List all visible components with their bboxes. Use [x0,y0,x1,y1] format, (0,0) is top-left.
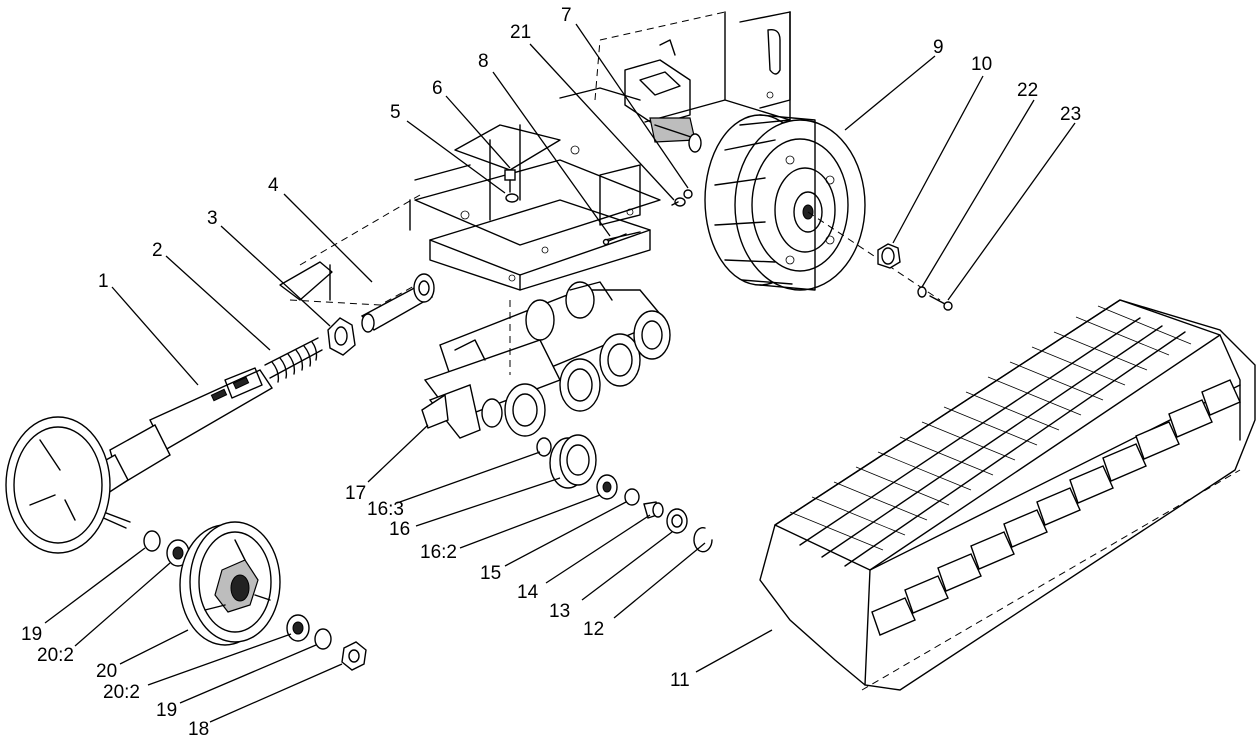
leader-9 [844,55,936,131]
callout-5: 5 [390,102,401,123]
callout-1: 1 [98,271,109,292]
leader-1 [111,286,199,386]
part-16-road-wheel [549,434,597,489]
callout-4: 4 [268,175,279,196]
callout-11: 11 [670,670,690,691]
part-17-roller-frame [421,281,671,439]
part-18-nut [341,641,367,671]
callout-13: 13 [549,601,570,622]
part-3-collar [327,317,356,356]
callout-2: 2 [152,240,163,261]
leader-11 [695,629,773,673]
leader-20-2b [147,633,292,686]
callout-15: 15 [480,563,501,584]
part-14-bolt [643,501,664,519]
part-8-pin [602,233,627,246]
leader-20-2a [74,562,171,647]
callout-19-b: 19 [156,700,177,721]
part-7-screw [683,189,693,199]
leader-2 [165,255,271,351]
callout-8: 8 [478,51,489,72]
callout-10: 10 [971,54,992,75]
callout-labels: 1 2 3 4 5 6 7 8 9 10 11 12 13 14 15 16 1… [21,5,1081,740]
leader-21 [529,43,675,201]
part-16-2-bearing [596,474,618,500]
leader-13 [581,531,673,601]
leader-20 [119,629,189,665]
leader-19b [179,644,317,704]
callout-7: 7 [561,5,572,26]
leader-10 [892,75,984,244]
leader-15 [504,501,627,567]
part-19-washer-b [314,628,332,650]
leader-3 [220,225,331,327]
leader-22 [921,99,1035,288]
callout-14: 14 [517,582,539,603]
callout-20-2-a: 20:2 [37,645,74,666]
leader-19a [44,547,146,624]
part-2-tension-spring [264,337,323,383]
part-5-bolt [504,169,516,193]
part-16-3-seal [536,437,552,457]
part-6-washer [505,193,519,203]
leader-5 [406,120,506,194]
callout-23: 23 [1060,104,1081,125]
leader-14 [545,514,651,584]
part-19-washer-a [143,530,161,552]
leader-23 [947,122,1076,301]
leader-lines [44,23,1076,723]
leader-16-3 [396,451,541,504]
part-22-washer [917,286,927,298]
leader-8 [492,71,611,237]
part-4-pivot-shaft [360,273,435,333]
chassis-frame [279,11,791,306]
callout-20: 20 [96,661,117,682]
callout-3: 3 [207,208,218,229]
part-11-rubber-track [759,299,1256,691]
callout-16-3: 16:3 [367,499,404,520]
callout-16: 16 [389,519,410,540]
callout-22: 22 [1017,80,1038,101]
part-20-idler-wheel [179,521,281,646]
callout-9: 9 [933,37,944,58]
part-10-nut [877,243,901,269]
part-20-2-bearing-b [286,614,310,642]
leader-17 [367,424,429,483]
callout-6: 6 [432,78,443,99]
part-12-snap-ring [693,527,713,553]
leader-16-2 [459,494,601,549]
leader-18 [209,663,343,723]
drive-motor [624,39,702,153]
leader-16 [415,477,561,527]
leader-6 [445,95,511,169]
part-13-nut [666,508,688,534]
leader-12 [613,542,706,619]
callout-20-2-b: 20:2 [103,682,140,703]
rear-idler-wheel [5,416,111,554]
part-21-screw [671,197,686,207]
callout-21: 21 [510,22,531,43]
leader-4 [283,193,373,283]
part-15-washer [624,488,640,506]
part-23-screw [929,295,953,311]
callout-18: 18 [188,719,209,740]
callout-19-a: 19 [21,624,42,645]
callout-16-2: 16:2 [420,542,457,563]
leader-7 [575,23,689,189]
callout-17: 17 [345,483,366,504]
callout-12: 12 [583,619,604,640]
part-9-drive-sprocket [704,114,941,301]
